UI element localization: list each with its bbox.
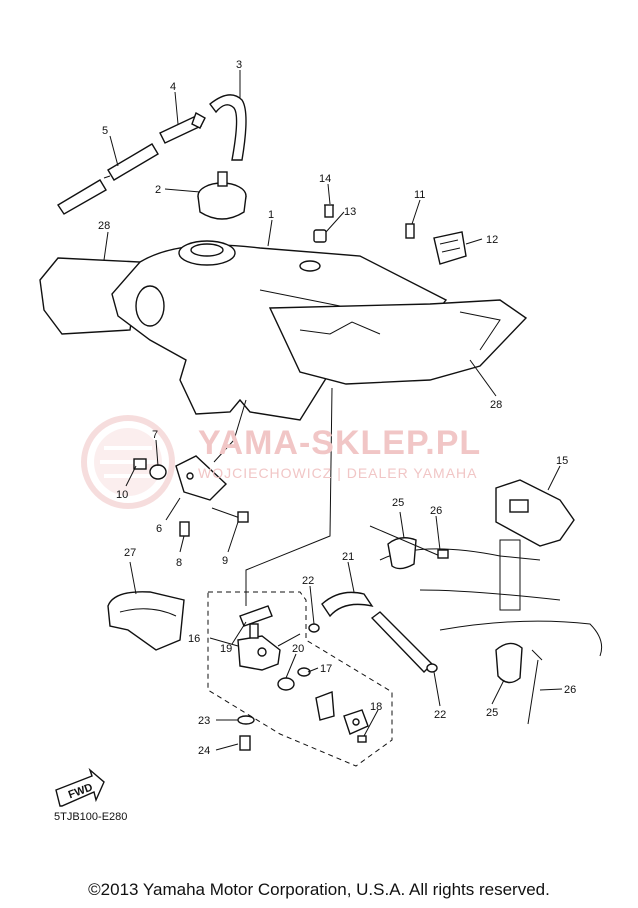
part-5-breather-hose	[57, 143, 159, 215]
part-7-damper	[149, 464, 167, 480]
callout-20: 20	[292, 643, 304, 655]
part-11-bolt	[405, 223, 415, 239]
callout-10: 10	[116, 489, 128, 501]
part-18-screw	[357, 735, 367, 743]
callout-25-upper: 25	[392, 497, 404, 509]
part-26-band-upper	[369, 525, 449, 559]
callout-16: 16	[188, 633, 200, 645]
part-15-bracket	[495, 479, 575, 547]
callout-24: 24	[198, 745, 210, 757]
part-14-bolt	[324, 204, 334, 218]
callout-28-right: 28	[490, 399, 502, 411]
watermark-logo	[81, 415, 175, 509]
part-17-oring	[297, 667, 311, 677]
part-27-cover	[107, 591, 185, 651]
part-3-hose	[209, 94, 247, 161]
callout-12: 12	[486, 234, 498, 246]
copyright-notice: ©2013 Yamaha Motor Corporation, U.S.A. A…	[88, 880, 550, 899]
part-16-fuel-cock	[237, 623, 301, 671]
part-12-clip	[433, 231, 467, 265]
callout-22-left: 22	[302, 575, 314, 587]
part-6-bracket	[175, 455, 228, 501]
callout-23: 23	[198, 715, 210, 727]
callout-3: 3	[236, 59, 242, 71]
callout-17: 17	[320, 663, 332, 675]
callout-27: 27	[124, 547, 136, 559]
part-9-bolt	[211, 507, 249, 523]
callout-13: 13	[344, 206, 356, 218]
callout-8: 8	[176, 557, 182, 569]
part-10-bolt	[133, 458, 147, 470]
part-plate	[343, 709, 369, 735]
part-lever	[315, 691, 335, 721]
callout-2: 2	[155, 184, 161, 196]
callout-5: 5	[102, 125, 108, 137]
callout-6: 6	[156, 523, 162, 535]
part-20-gasket	[277, 677, 295, 691]
callout-22-right: 22	[434, 709, 446, 721]
callout-25-lower: 25	[486, 707, 498, 719]
callout-18: 18	[370, 701, 382, 713]
part-25-protector-upper	[387, 537, 417, 570]
callout-labels: 3 4 5 2 1 14 13 11 12 28 28 7 10 6 8 9 2…	[98, 59, 576, 757]
watermark-subtext: WOJCIECHOWICZ | DEALER YAMAHA	[198, 465, 478, 481]
callout-26-upper: 26	[430, 505, 442, 517]
part-26-band-lower	[527, 649, 543, 725]
diagram-code: 5TJB100-E280	[54, 811, 128, 823]
callout-14: 14	[319, 173, 331, 185]
part-1-fuel-tank	[111, 240, 448, 421]
part-13-collar	[313, 229, 327, 243]
part-24-bolt	[239, 735, 251, 751]
part-25-protector-lower	[495, 642, 523, 684]
part-8-bolt	[179, 521, 190, 537]
callout-9: 9	[222, 555, 228, 567]
part-4-joint	[159, 111, 206, 144]
watermark-text: YAMA-SKLEP.PL	[198, 424, 482, 462]
part-28-right-cover	[268, 299, 528, 385]
callout-26-lower: 26	[564, 684, 576, 696]
part-23-washer	[237, 715, 255, 725]
callout-1: 1	[268, 209, 274, 221]
assembly-16-outline	[207, 591, 393, 767]
callout-21: 21	[342, 551, 354, 563]
part-2-fuel-cap	[197, 171, 247, 220]
callout-15: 15	[556, 455, 568, 467]
part-19-filter	[239, 605, 273, 627]
callout-4: 4	[170, 81, 176, 93]
leader-lines	[103, 70, 563, 751]
callout-19: 19	[220, 643, 232, 655]
callout-11: 11	[414, 189, 425, 201]
callout-28-left: 28	[98, 220, 110, 232]
fwd-arrow-icon: FWD	[55, 767, 105, 807]
callout-7: 7	[152, 429, 158, 441]
